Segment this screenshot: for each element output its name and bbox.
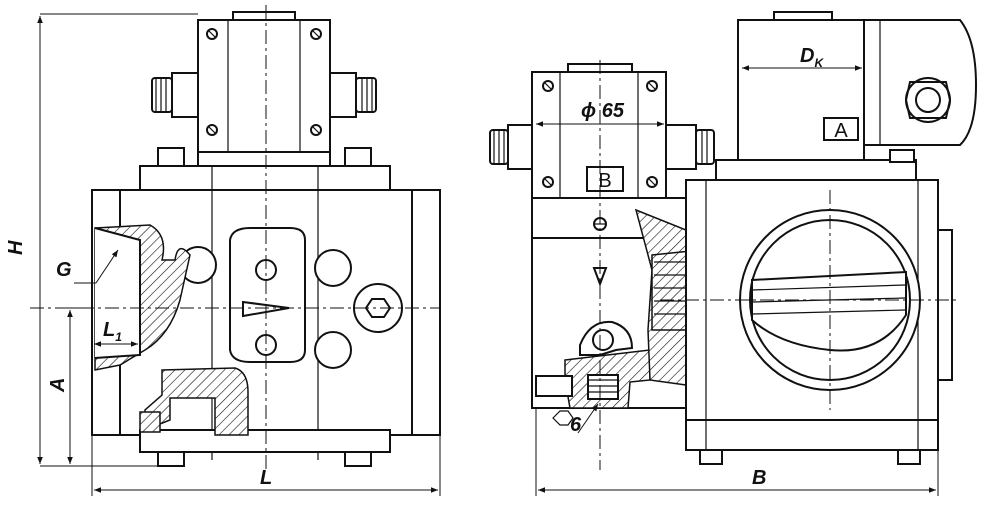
dimension-a: A	[47, 307, 92, 464]
dimension-h-label: H	[5, 240, 27, 255]
dimension-l1: L1	[94, 319, 138, 347]
hexagon-icon	[552, 410, 574, 426]
dimension-hex6-label: 6	[570, 414, 582, 436]
dimension-a-label: A	[47, 378, 69, 393]
callout-box-a	[823, 117, 859, 141]
dimension-b-label: B	[752, 467, 766, 489]
dimension-l: L	[91, 435, 441, 496]
actuator-body-side: DK A	[660, 11, 978, 465]
dimension-h: H	[5, 13, 198, 467]
dimension-l-label: L	[260, 467, 272, 489]
callout-a-label: A	[834, 120, 848, 142]
side-view: B ϕ 65	[489, 11, 978, 496]
callout-b-label: B	[598, 170, 611, 192]
dimension-b: B	[535, 408, 939, 496]
dimension-g: G	[56, 249, 119, 284]
dimension-dk-label: DK	[800, 45, 824, 70]
dimension-l1-label: L1	[103, 319, 122, 344]
dimension-g-label: G	[56, 259, 72, 281]
callout-box-b	[586, 166, 624, 192]
dimension-phi65-label: ϕ 65	[581, 100, 625, 122]
coil-box-side: B ϕ 65	[489, 63, 715, 199]
dimension-hex6: 6	[552, 403, 599, 436]
front-view: H A G L1 L	[5, 5, 441, 496]
valve-body-front	[30, 5, 441, 470]
coil-box-front	[151, 11, 377, 167]
